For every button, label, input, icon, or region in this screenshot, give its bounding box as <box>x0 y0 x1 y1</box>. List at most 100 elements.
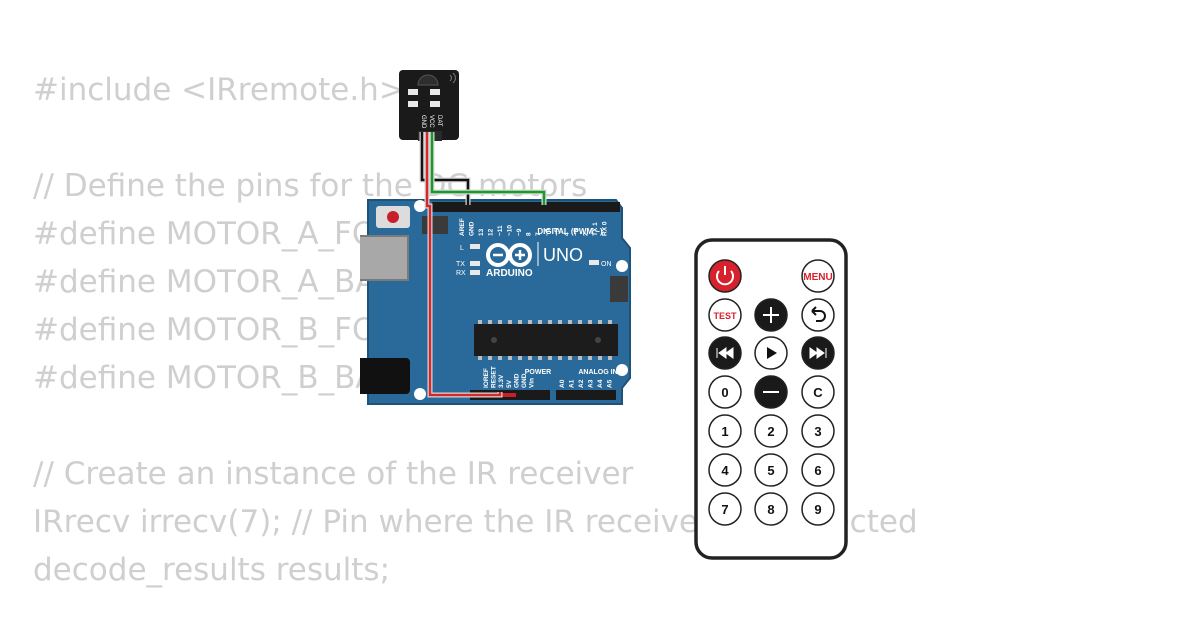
led-rx <box>470 270 480 275</box>
back-arrow-head-icon <box>811 306 817 316</box>
analog-pin-label: A0 <box>559 379 566 388</box>
chip-leg <box>598 356 602 360</box>
chip-leg <box>508 320 512 324</box>
led-on <box>589 260 599 265</box>
chip-leg <box>528 320 532 324</box>
chip-leg <box>548 320 552 324</box>
digital-header <box>432 202 620 212</box>
ir-receiver-module[interactable]: GND VCC DAT <box>398 69 462 149</box>
digit-4-label: 4 <box>721 463 729 478</box>
analog-pin-label: A2 <box>578 379 585 388</box>
mount-hole <box>414 388 426 400</box>
digit-5-label: 5 <box>767 463 774 478</box>
chip-leg <box>558 320 562 324</box>
rewind-icon <box>716 347 734 359</box>
digit-6-button[interactable]: 6 <box>801 453 835 487</box>
power-pin-label: GND <box>513 373 520 388</box>
power-button[interactable] <box>708 259 742 293</box>
chip-leg <box>508 356 512 360</box>
digital-pin-label: ~9 <box>516 228 523 236</box>
digit-2-button[interactable]: 2 <box>754 414 788 448</box>
chip-leg <box>478 320 482 324</box>
power-header-label: POWER <box>525 369 551 376</box>
digit-6-label: 6 <box>814 463 821 478</box>
digit-4-button[interactable]: 4 <box>708 453 742 487</box>
ir-signal-icon <box>449 72 456 84</box>
power-pin-label: 5V <box>506 379 513 388</box>
mount-hole <box>414 200 426 212</box>
power-pin-label: 3.3V <box>498 374 505 388</box>
test-button[interactable]: TEST <box>708 298 742 332</box>
digital-pin-label: 4 <box>564 232 571 236</box>
ir-module-pcb <box>399 70 459 140</box>
smd-component <box>430 89 440 95</box>
clear-button[interactable]: C <box>801 375 835 409</box>
digit-9-button[interactable]: 9 <box>801 492 835 526</box>
board-model: UNO <box>543 245 583 265</box>
ir-receiver-dome-icon <box>417 74 439 86</box>
digital-pin-label: 13 <box>478 228 485 236</box>
chip-leg <box>528 356 532 360</box>
analog-pin-label: A5 <box>607 379 614 388</box>
digital-pin-label: GND <box>469 221 476 236</box>
digital-pin-label: ~6 <box>545 228 552 236</box>
chip-notch <box>491 337 497 343</box>
power-pin-label: RESET <box>491 366 498 388</box>
smd-component <box>408 89 418 95</box>
digital-pin-label: 2 <box>583 232 590 236</box>
chip-leg <box>568 320 572 324</box>
digital-pin-label: TX 1 <box>592 222 599 236</box>
ir-pin-header <box>418 131 442 141</box>
chip-leg <box>578 320 582 324</box>
digit-7-button[interactable]: 7 <box>708 492 742 526</box>
ir-pin-label-gnd: GND <box>420 115 426 129</box>
power-header-highlight <box>472 393 516 397</box>
power-icon <box>716 270 734 286</box>
mount-hole <box>616 364 628 376</box>
zero-button[interactable]: 0 <box>708 375 742 409</box>
digit-5-button[interactable]: 5 <box>754 453 788 487</box>
minus-button[interactable] <box>754 375 788 409</box>
next-button[interactable] <box>801 336 835 370</box>
analog-pin-label: A3 <box>588 379 595 388</box>
power-pin-label: Vin <box>529 378 536 388</box>
digit-8-button[interactable]: 8 <box>754 492 788 526</box>
chip-leg <box>578 356 582 360</box>
digit-2-label: 2 <box>767 424 774 439</box>
plus-icon <box>763 307 779 323</box>
reset-button-cap <box>387 211 399 223</box>
zero-button-label: 0 <box>721 385 728 400</box>
chip-leg <box>498 320 502 324</box>
led-label-l: L <box>460 245 464 252</box>
prev-button[interactable] <box>708 336 742 370</box>
chip-leg <box>478 356 482 360</box>
digit-8-label: 8 <box>767 502 774 517</box>
back-button[interactable] <box>801 298 835 332</box>
code-line: decode_results results; <box>33 552 391 588</box>
analog-pin-label: A1 <box>569 379 576 388</box>
led-tx <box>470 261 480 266</box>
digit-3-button[interactable]: 3 <box>801 414 835 448</box>
menu-button[interactable]: MENU <box>801 259 835 293</box>
digit-7-label: 7 <box>721 502 728 517</box>
chip-leg <box>518 320 522 324</box>
back-arrow-icon <box>812 310 826 322</box>
led-l <box>470 244 480 249</box>
smd-component <box>430 101 440 107</box>
digital-pin-label: ~3 <box>573 228 580 236</box>
fast-forward-icon <box>809 347 827 359</box>
digital-pin-label: 12 <box>488 228 495 236</box>
led-label-on: ON <box>601 261 612 268</box>
digit-1-button[interactable]: 1 <box>708 414 742 448</box>
chip-leg <box>518 356 522 360</box>
ir-remote-control[interactable]: MENU TEST 0 C 1 <box>694 238 850 564</box>
play-button[interactable] <box>754 336 788 370</box>
power-jack <box>360 358 410 394</box>
chip-leg <box>588 356 592 360</box>
chip-leg <box>608 356 612 360</box>
plus-button[interactable] <box>754 298 788 332</box>
code-line: #include <IRremote.h> <box>33 72 405 108</box>
ir-pin-label-vcc: VCC <box>428 115 434 128</box>
led-label-tx: TX <box>456 261 465 268</box>
